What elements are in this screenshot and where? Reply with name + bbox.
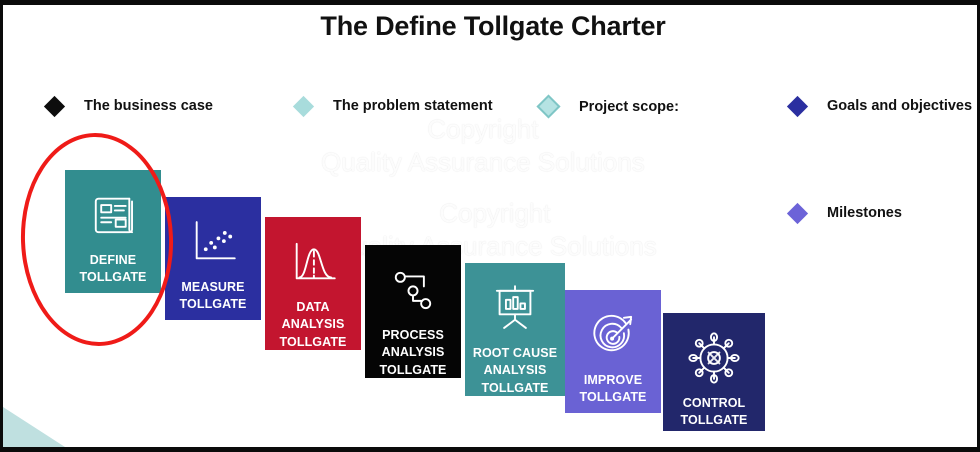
legend-item-label: Milestones bbox=[827, 205, 902, 221]
tollgate-tile-label: ROOT CAUSE ANALYSIS TOLLGATE bbox=[472, 346, 558, 395]
legend-item-label: The business case bbox=[84, 98, 213, 114]
bell-curve-icon bbox=[284, 233, 342, 291]
ships-wheel-icon bbox=[685, 329, 743, 387]
watermark-line-2: Quality Assurance Solutions bbox=[321, 146, 645, 177]
legend-item-label: Project scope: bbox=[579, 98, 679, 115]
legend-item-2: Project scope: bbox=[536, 94, 679, 119]
tollgate-tile-process[interactable]: PROCESS ANALYSIS TOLLGATE bbox=[365, 245, 461, 378]
presentation-chart-icon bbox=[486, 279, 544, 337]
tollgate-tile-measure[interactable]: MEASURE TOLLGATE bbox=[165, 197, 261, 320]
legend-item-1: The problem statement bbox=[292, 95, 493, 117]
tollgate-tile-label: DATA ANALYSIS TOLLGATE bbox=[279, 300, 347, 349]
target-arrow-icon bbox=[584, 306, 642, 364]
tollgate-tile-root-cause[interactable]: ROOT CAUSE ANALYSIS TOLLGATE bbox=[465, 263, 565, 396]
watermark-line-1: Copyright bbox=[439, 198, 551, 228]
tollgate-tile-label: PROCESS ANALYSIS TOLLGATE bbox=[379, 328, 447, 377]
legend-item-label: Goals and objectives bbox=[827, 98, 973, 114]
page-title: The Define Tollgate Charter bbox=[320, 11, 666, 41]
watermark-top: Copyright Quality Assurance Solutions bbox=[321, 113, 645, 178]
diamond-outline-icon bbox=[536, 94, 561, 119]
legend-item-0: The business case bbox=[43, 95, 213, 117]
tollgate-tile-define[interactable]: DEFINE TOLLGATE bbox=[65, 170, 161, 293]
scatter-plot-icon bbox=[184, 213, 242, 271]
legend-item-3: Goals and objectives bbox=[786, 95, 973, 117]
tollgate-tile-control[interactable]: CONTROL TOLLGATE bbox=[663, 313, 765, 431]
diamond-icon bbox=[292, 95, 315, 117]
legend-item-label: The problem statement bbox=[333, 98, 493, 114]
tollgate-tile-label: IMPROVE TOLLGATE bbox=[579, 373, 647, 405]
diamond-icon bbox=[786, 202, 809, 224]
tollgate-tile-data[interactable]: DATA ANALYSIS TOLLGATE bbox=[265, 217, 361, 350]
tollgate-tile-improve[interactable]: IMPROVE TOLLGATE bbox=[565, 290, 661, 413]
watermark-line-1: Copyright bbox=[427, 114, 539, 144]
tollgate-tile-label: MEASURE TOLLGATE bbox=[179, 280, 247, 312]
diamond-icon bbox=[43, 95, 66, 117]
document-report-icon bbox=[84, 186, 142, 244]
diamond-icon bbox=[786, 95, 809, 117]
flowchart-nodes-icon bbox=[384, 261, 442, 319]
tollgate-tile-label: DEFINE TOLLGATE bbox=[79, 253, 147, 285]
tollgate-tile-label: CONTROL TOLLGATE bbox=[680, 396, 748, 428]
legend-item-4: Milestones bbox=[786, 202, 902, 224]
corner-triangle-decoration bbox=[3, 407, 65, 447]
